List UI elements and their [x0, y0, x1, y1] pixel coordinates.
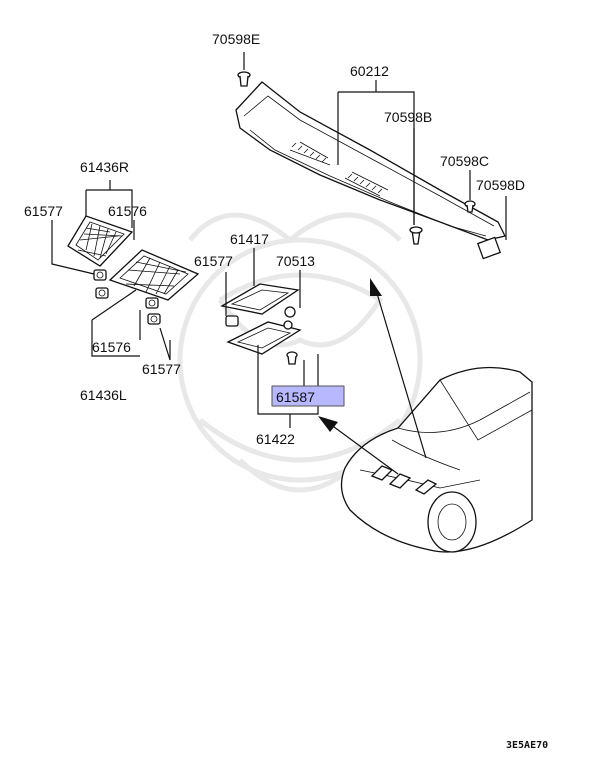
label-61587: 61587: [276, 389, 315, 405]
clip-70598b: [409, 226, 423, 245]
label-61577-bottom: 61577: [142, 361, 181, 377]
label-70598c: 70598C: [440, 153, 489, 169]
label-61576-bottom: 61576: [92, 339, 131, 355]
label-70598e: 70598E: [212, 31, 260, 47]
car-outline: [340, 366, 533, 553]
label-61436r: 61436R: [80, 159, 129, 175]
grille-61436r: [67, 215, 134, 267]
label-61577-center: 61577: [194, 253, 233, 269]
label-61436l: 61436L: [80, 387, 127, 403]
clip-70513: [283, 306, 296, 330]
clip-61577-center: [225, 315, 239, 327]
label-70598d: 70598D: [476, 177, 525, 193]
grille-61436l: [108, 249, 200, 301]
nut-61576: [145, 297, 159, 309]
label-70598b: 70598B: [384, 109, 432, 125]
arrow-to-cowl: [370, 278, 427, 459]
nut-61577-b: [147, 313, 161, 325]
diagram-code: 3E5AE70: [506, 740, 548, 751]
label-70513: 70513: [276, 253, 315, 269]
clip-61587: [286, 351, 298, 365]
clip-70598c: [464, 200, 476, 213]
leader-lines: [51, 52, 507, 428]
vent-61417: [220, 283, 300, 315]
label-61576-top: 61576: [108, 203, 147, 219]
label-60212: 60212: [350, 63, 389, 79]
vent-61422: [226, 321, 302, 355]
highlight-61587: [271, 385, 345, 407]
nut-61577-right: [93, 269, 107, 281]
arrow-to-vent: [318, 416, 399, 475]
label-61577-top: 61577: [24, 203, 63, 219]
clip-70598e: [237, 71, 251, 87]
cowl-top-panel: [235, 81, 506, 260]
label-61422: 61422: [256, 431, 295, 447]
nut-61577-left: [95, 287, 109, 299]
label-61417: 61417: [230, 231, 269, 247]
